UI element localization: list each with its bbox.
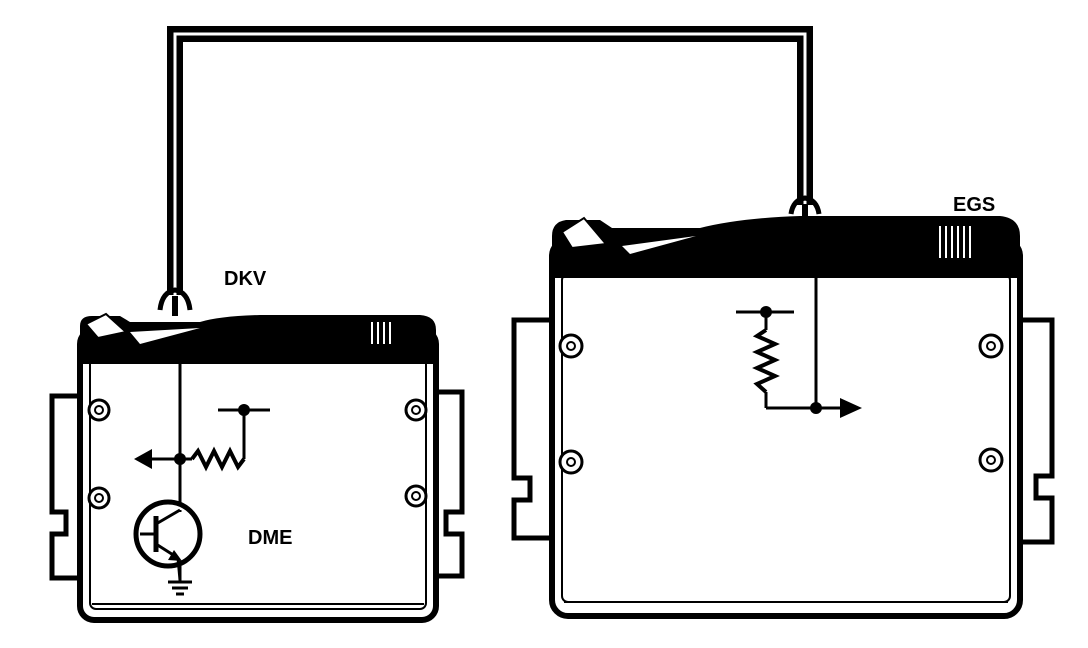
screw-icon (978, 447, 1004, 473)
junction-dot (174, 453, 186, 465)
dme-cable-plug (157, 287, 193, 316)
resistor-icon (752, 328, 780, 394)
dme-module (49, 312, 465, 623)
label-dme: DME (248, 527, 292, 549)
junction-dot (760, 306, 772, 318)
egs-circuit (764, 278, 840, 410)
resistor-icon (190, 446, 246, 472)
label-dkv: DKV (224, 268, 267, 290)
npn-transistor-icon (133, 499, 203, 569)
dme-left-flange (49, 393, 84, 581)
screw-icon (87, 398, 111, 422)
arrow-icon (840, 398, 862, 418)
egs-left-flange (511, 317, 556, 541)
screw-icon (87, 486, 111, 510)
egs-module (511, 216, 1055, 619)
screw-icon (978, 333, 1004, 359)
egs-cable-plug (788, 195, 822, 226)
ground-icon (168, 566, 192, 596)
screw-icon (558, 449, 584, 475)
screw-icon (404, 484, 428, 508)
screw-icon (558, 333, 584, 359)
label-egs: EGS (953, 194, 995, 216)
junction-dot (238, 404, 250, 416)
dme-right-flange (432, 389, 465, 579)
screw-icon (404, 398, 428, 422)
connecting-cable (167, 26, 813, 295)
arrow-icon (134, 449, 152, 469)
junction-dot (810, 402, 822, 414)
